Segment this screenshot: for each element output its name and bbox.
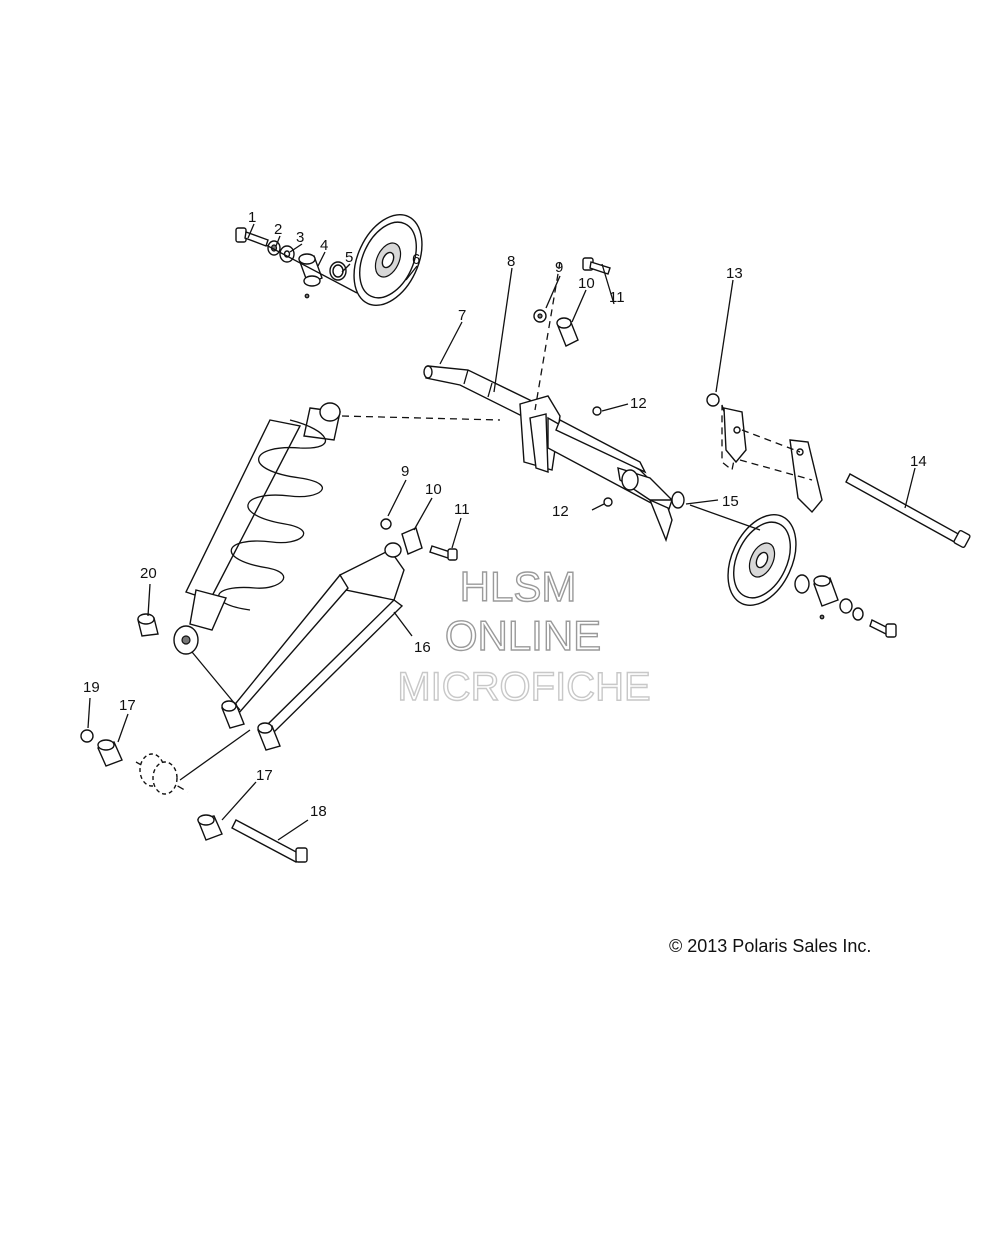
callout-16: 16 [414,639,431,656]
right-hardware [794,574,897,638]
watermark-line-2: ONLINE [445,612,601,659]
assembly-line [265,244,358,294]
idler-wheel-6 [353,213,423,307]
callout-13: 13 [726,265,743,282]
nut-12b [603,497,613,507]
top-arm-hardware [380,518,458,561]
assembly-line [689,504,761,531]
bushing-20 [137,613,159,637]
callout-8: 8 [507,253,515,270]
watermark-line-3: MICROFICHE [397,665,650,709]
lower-pivot [80,729,251,841]
callout-20: 20 [140,565,157,582]
dash-leader [341,415,501,421]
copyright-text: © 2013 Polaris Sales Inc. [669,936,871,956]
bolt-1 [235,227,269,247]
nut-12 [592,406,602,416]
assembly-line [191,651,241,711]
callout-17: 17 [119,697,136,714]
bolt-11 [582,257,611,275]
callout-14: 14 [910,453,927,470]
callout-5: 5 [345,249,353,266]
watermark-line-1: HLSM [460,563,577,610]
bolt-18 [231,819,308,863]
callout-12: 12 [630,395,647,412]
bolt-14 [845,473,971,548]
callout-3: 3 [296,229,304,246]
callout-6: 6 [412,251,420,268]
ring-5 [329,261,347,281]
callout-18: 18 [310,803,327,820]
shock-absorber [173,402,341,655]
callout-12b: 12 [552,503,569,520]
callout-17b: 17 [256,767,273,784]
idler-wheel-right [727,513,797,607]
callout-9: 9 [555,259,563,276]
nut-13 [706,393,720,407]
spacer-10 [556,317,579,347]
callout-7: 7 [458,307,466,324]
callout-leaders [87,223,916,841]
callout-9b: 9 [401,463,409,480]
callout-2: 2 [274,221,282,238]
callout-1: 1 [248,209,256,226]
callout-10b: 10 [425,481,442,498]
bracket-plates [721,404,823,514]
callout-4: 4 [320,237,328,254]
callout-11: 11 [609,289,625,306]
nut-9 [533,309,547,323]
callout-15: 15 [722,493,739,510]
callout-19: 19 [83,679,100,696]
callout-11b: 11 [454,501,470,518]
rear-arm-16 [221,542,405,751]
bushing-4 [298,253,323,299]
cross-frame [519,395,685,543]
washer-2 [267,240,281,256]
callout-10: 10 [578,275,595,292]
